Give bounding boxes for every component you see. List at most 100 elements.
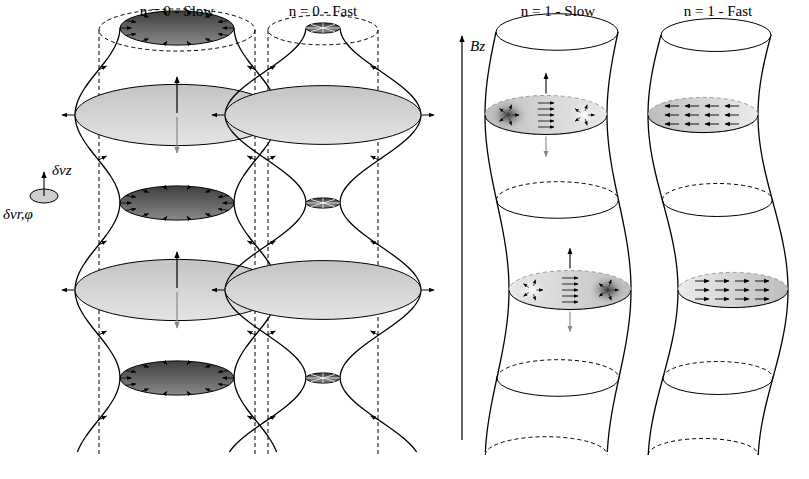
- velocity-arrow: [247, 156, 255, 160]
- expanded-cross-section: [225, 86, 421, 145]
- velocity-arrow: [534, 280, 536, 286]
- velocity-arrow: [562, 296, 578, 297]
- velocity-arrow: [218, 196, 228, 197]
- velocity-arrow: [164, 41, 167, 44]
- compressed-cross-section: [120, 361, 234, 395]
- velocity-arrow: [205, 389, 212, 392]
- radial-arrow: [323, 203, 335, 207]
- velocity-arrow: [755, 281, 769, 282]
- velocity-arrow: [536, 290, 542, 291]
- velocity-arrow: [187, 186, 190, 189]
- compressed-cross-section: [120, 186, 234, 220]
- velocity-arrow: [499, 118, 504, 122]
- velocity-arrow: [126, 34, 136, 35]
- cross-section-front: [496, 200, 618, 218]
- velocity-arrow: [141, 39, 148, 42]
- velocity-arrow: [212, 290, 224, 291]
- compressed-cross-section: [306, 373, 340, 383]
- cross-section-front: [662, 200, 772, 217]
- cross-section-front: [497, 378, 619, 396]
- velocity-arrow: [371, 241, 379, 245]
- velocity-arrow: [176, 252, 177, 288]
- flux-tube: [648, 19, 788, 456]
- velocity-arrow: [715, 281, 729, 282]
- velocity-arrow: [499, 109, 504, 113]
- cross-section-back: [496, 182, 618, 200]
- velocity-arrow: [538, 115, 554, 116]
- velocity-arrow: [99, 331, 107, 335]
- velocity-arrow: [62, 115, 74, 116]
- density-blob: [488, 99, 528, 130]
- radial-arrow: [311, 374, 323, 378]
- mode-heading: n = 0 - Fast: [289, 3, 357, 20]
- velocity-arrow: [267, 416, 275, 420]
- velocity-arrow: [247, 66, 255, 70]
- velocity-arrow: [545, 73, 546, 93]
- velocity-arrow: [99, 416, 107, 420]
- velocity-arrow: [371, 416, 379, 420]
- velocity-arrow: [223, 28, 234, 29]
- velocity-arrow: [141, 214, 148, 217]
- displaced-cross-section: [485, 95, 607, 134]
- velocity-arrow: [267, 331, 275, 335]
- radial-arrow: [323, 199, 335, 203]
- radial-arrow: [323, 374, 335, 378]
- velocity-arrow: [755, 290, 769, 291]
- equilibrium-cylinder-edge: [99, 30, 100, 455]
- radial-arrow: [323, 373, 324, 378]
- mode-heading: n = 1 - Slow: [521, 3, 595, 20]
- velocity-arrow: [187, 216, 190, 219]
- cross-section-back: [497, 360, 619, 378]
- velocity-arrow: [126, 384, 136, 385]
- key-label: δvr,φ: [3, 206, 33, 223]
- displaced-cross-section: [678, 272, 788, 307]
- velocity-arrow: [725, 106, 739, 107]
- velocity-arrow: [609, 280, 611, 286]
- velocity-arrow: [685, 115, 699, 116]
- velocity-arrow: [685, 106, 699, 107]
- radial-arrow: [323, 28, 324, 33]
- axis-label: Bz: [470, 38, 485, 55]
- cross-section-front: [678, 290, 788, 308]
- velocity-arrow: [715, 299, 729, 300]
- radial-arrow: [323, 203, 324, 208]
- velocity-arrow: [755, 299, 769, 300]
- velocity-arrow: [585, 119, 587, 125]
- velocity-arrow: [126, 209, 136, 210]
- velocity-arrow: [585, 105, 587, 111]
- velocity-arrow: [99, 66, 107, 70]
- radial-arrow: [323, 23, 324, 28]
- velocity-arrow: [715, 290, 729, 291]
- velocity-arrow: [205, 190, 212, 193]
- compressed-cross-section: [306, 198, 340, 208]
- compressed-cross-section: [306, 23, 340, 33]
- velocity-arrow: [126, 371, 136, 372]
- velocity-arrow: [212, 115, 224, 116]
- radial-arrow: [323, 24, 335, 28]
- mode-heading: n = 1 - Fast: [684, 3, 752, 20]
- velocity-arrow: [538, 127, 554, 128]
- displaced-cross-section: [648, 97, 758, 132]
- density-blob: [564, 99, 604, 130]
- mode-heading: n = 0 - Slow: [140, 3, 214, 20]
- velocity-arrow: [705, 106, 719, 107]
- velocity-arrow: [665, 124, 679, 125]
- equilibrium-cylinder-top: [268, 15, 378, 45]
- velocity-arrow: [523, 293, 528, 297]
- perturbed-boundary: [607, 32, 631, 452]
- velocity-arrow: [534, 294, 536, 300]
- velocity-arrow: [665, 115, 679, 116]
- velocity-arrow: [267, 66, 275, 70]
- cross-section-back: [663, 362, 773, 378]
- velocity-arrow: [164, 216, 167, 219]
- velocity-arrow: [599, 293, 604, 297]
- velocity-arrow: [164, 361, 167, 364]
- flux-tube: [62, 9, 292, 455]
- magnetic-field-axis: [462, 36, 463, 440]
- tube-top: [496, 14, 618, 51]
- density-blob: [588, 274, 628, 305]
- velocity-arrow: [609, 294, 611, 300]
- velocity-arrow: [523, 284, 528, 288]
- cross-section-front: [663, 378, 773, 395]
